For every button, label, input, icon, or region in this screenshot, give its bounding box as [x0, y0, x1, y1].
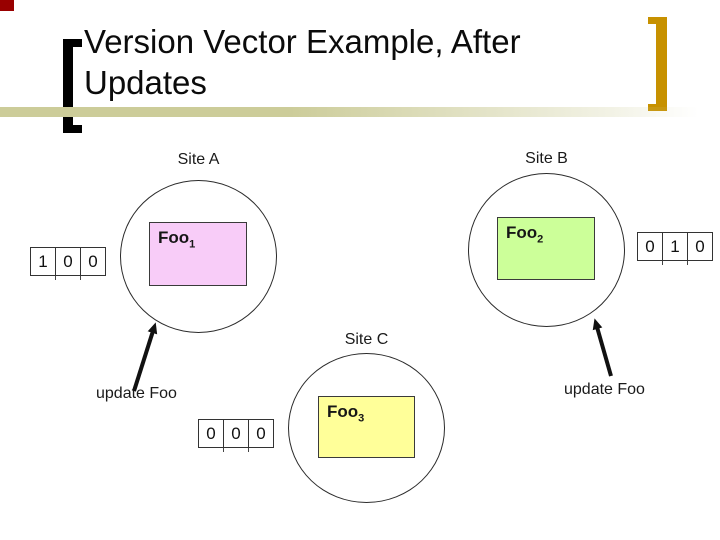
site-a-label: Site A	[177, 151, 220, 168]
page-title-line-1: Version Vector Example, After	[84, 23, 521, 60]
site-a-update-arrow	[132, 322, 158, 392]
vector-cell: 0	[223, 419, 249, 448]
table-tick	[687, 261, 688, 265]
table-tick	[55, 276, 56, 280]
site-a-update-label: update Foo	[96, 385, 177, 402]
site-b-update-label: update Foo	[564, 381, 645, 398]
site-c-document: Foo3	[318, 396, 415, 458]
table-tick	[248, 448, 249, 452]
site-b-version-vector: 0 1 0	[637, 232, 713, 265]
vector-cell: 0	[55, 247, 81, 276]
vector-cell: 0	[80, 247, 106, 276]
site-a-document-label: Foo	[158, 228, 190, 247]
site-b-label: Site B	[525, 150, 568, 167]
table-tick	[223, 448, 224, 452]
site-b-document-subscript: 2	[537, 233, 544, 246]
page-title: Version Vector Example, After Updates	[84, 21, 659, 103]
right-bracket-decoration	[648, 17, 667, 111]
site-c-document-subscript: 3	[358, 412, 365, 425]
corner-accent-square	[0, 0, 14, 11]
vector-cell: 0	[248, 419, 274, 448]
site-b-document: Foo2	[497, 217, 595, 280]
vector-cell: 0	[637, 232, 663, 261]
site-a-document: Foo1	[149, 222, 247, 286]
site-b-update-arrow	[592, 318, 613, 377]
vector-cell: 0	[198, 419, 224, 448]
site-a-document-subscript: 1	[189, 238, 196, 251]
site-a-version-vector: 1 0 0	[30, 247, 106, 280]
table-tick	[662, 261, 663, 265]
vector-cell: 1	[662, 232, 688, 261]
left-bracket-decoration	[63, 39, 82, 133]
page-title-line-2: Updates	[84, 64, 207, 101]
site-c-document-label: Foo	[327, 402, 359, 421]
vector-cell: 0	[687, 232, 713, 261]
vector-cell: 1	[30, 247, 56, 276]
table-tick	[80, 276, 81, 280]
site-b-document-label: Foo	[506, 223, 538, 242]
site-c-label: Site C	[344, 331, 389, 348]
title-underline-bar	[0, 107, 720, 117]
site-c-version-vector: 0 0 0	[198, 419, 274, 452]
